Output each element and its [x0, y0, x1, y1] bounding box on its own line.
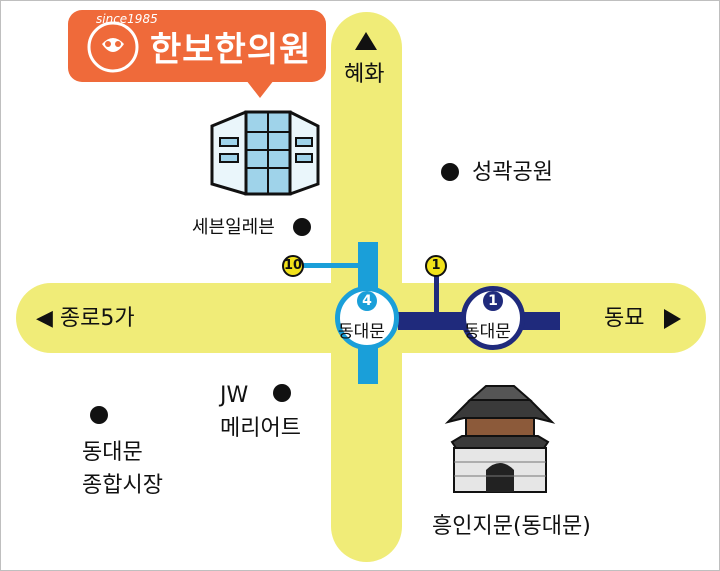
seongak-marker	[441, 163, 459, 181]
logo-pointer	[246, 80, 274, 98]
station-line1-number: 1	[483, 291, 503, 311]
logo-since: since1985	[96, 12, 158, 26]
direction-east: 동묘	[604, 306, 645, 331]
market-label-line2: 종합시장	[82, 473, 163, 498]
north-arrow-icon	[355, 32, 377, 50]
exit10-badge: 10	[282, 255, 304, 277]
direction-north: 혜화	[344, 62, 385, 87]
east-arrow-icon	[664, 309, 681, 329]
seven-eleven-label: 세븐일레븐	[192, 217, 275, 238]
jw-label-line1: JW	[220, 383, 249, 408]
market-marker	[90, 406, 108, 424]
gate-icon	[444, 385, 556, 493]
exit10-connector	[298, 263, 360, 268]
station-line4-number: 4	[357, 291, 377, 311]
gate-label: 흥인지문(동대문)	[432, 514, 591, 539]
building-icon	[210, 110, 320, 196]
station-line1-name: 동대문	[464, 322, 511, 342]
logo-name: 한보한의원	[150, 30, 312, 70]
direction-west: ◀ 종로5가	[36, 306, 135, 331]
seongak-label: 성곽공원	[472, 160, 553, 185]
station-line4-name: 동대문	[338, 322, 385, 342]
seven-eleven-marker	[293, 218, 311, 236]
exit1-connector	[434, 270, 439, 314]
exit1-badge: 1	[425, 255, 447, 277]
market-label-line1: 동대문	[82, 440, 143, 465]
logo-emblem-icon	[87, 21, 139, 73]
jw-label-line2: 메리어트	[220, 416, 301, 441]
jw-marker	[273, 384, 291, 402]
